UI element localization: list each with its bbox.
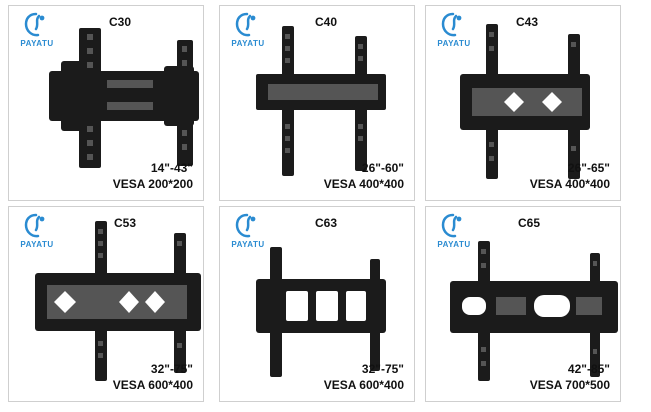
product-card-c53: PAYATU C53 32"-75" [8, 206, 204, 402]
brand-name: PAYATU [437, 240, 471, 249]
payatu-logo-icon [24, 213, 45, 238]
screen-size-label: 42"-85" [567, 362, 610, 376]
model-label: C65 [518, 216, 541, 230]
brand-name: PAYATU [437, 39, 471, 48]
product-card-c65: PAYATU C65 42"-85" VESA 700*500 [425, 206, 621, 402]
brand-name: PAYATU [231, 39, 265, 48]
product-card-c63: PAYATU C63 32"-75" VESA 600*400 [219, 206, 415, 402]
tv-mount-image [49, 28, 199, 168]
payatu-logo-icon [235, 12, 256, 37]
screen-size-label: 32"-75" [361, 362, 404, 376]
payatu-logo: PAYATU [432, 12, 476, 52]
vesa-label: VESA 700*500 [529, 378, 610, 392]
payatu-logo: PAYATU [432, 213, 476, 253]
product-card-c43: PAYATU C43 26"-65" VESA 400*400 [425, 5, 621, 201]
payatu-logo-icon [441, 213, 462, 238]
payatu-logo-icon [235, 213, 256, 238]
vesa-label: VESA 200*200 [112, 177, 193, 191]
model-label: C40 [315, 15, 338, 29]
tv-mount-image [256, 247, 386, 377]
payatu-logo: PAYATU [226, 12, 270, 52]
model-label: C43 [516, 15, 539, 29]
product-card-c30: PAYATU C30 14"-43" VESA 200*200 [8, 5, 204, 201]
vesa-label: VESA 600*400 [112, 378, 193, 392]
brand-name: PAYATU [20, 39, 54, 48]
screen-size-label: 32"-75" [150, 362, 193, 376]
payatu-logo-icon [441, 12, 462, 37]
payatu-logo: PAYATU [226, 213, 270, 253]
payatu-logo: PAYATU [15, 213, 59, 253]
payatu-logo: PAYATU [15, 12, 59, 52]
screen-size-label: 14"-43" [150, 161, 193, 175]
tv-mount-image [460, 24, 590, 179]
vesa-label: VESA 400*400 [529, 177, 610, 191]
tv-mount-image [35, 221, 201, 381]
tv-mount-image [450, 241, 618, 381]
brand-name: PAYATU [231, 240, 265, 249]
vesa-label: VESA 600*400 [323, 378, 404, 392]
brand-name: PAYATU [20, 240, 54, 249]
screen-size-label: 26"-60" [361, 161, 404, 175]
payatu-logo-icon [24, 12, 45, 37]
product-card-c40: PAYATU C40 26"-60" VESA 400*400 [219, 5, 415, 201]
model-label: C30 [109, 15, 132, 29]
model-label: C53 [114, 216, 137, 230]
model-label: C63 [315, 216, 338, 230]
vesa-label: VESA 400*400 [323, 177, 404, 191]
tv-mount-image [256, 26, 386, 176]
screen-size-label: 26"-65" [567, 161, 610, 175]
